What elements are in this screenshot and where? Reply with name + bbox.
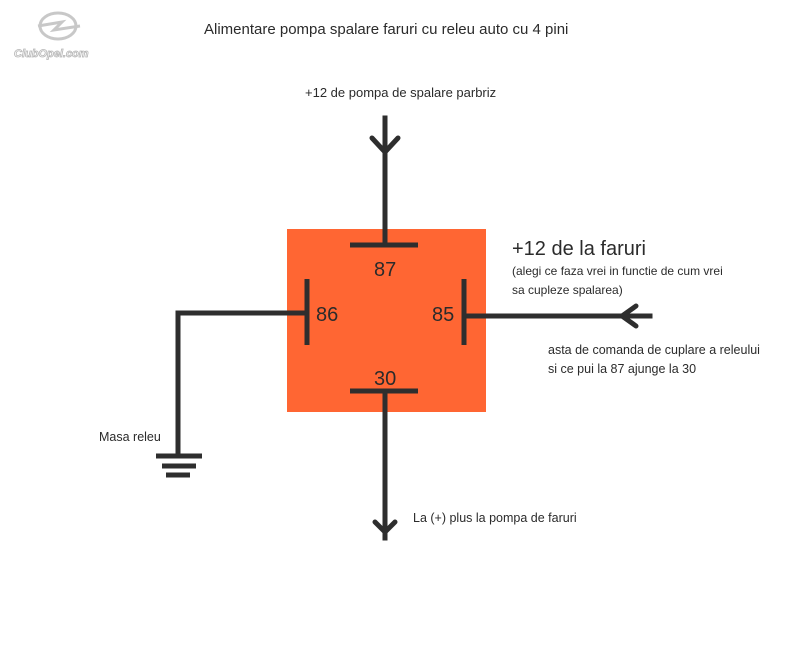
ground-symbol-icon	[156, 453, 202, 478]
clubopel-logo: ClubOpel.com	[14, 11, 89, 60]
wire-86-ground	[175, 310, 310, 459]
arrow-down-icon	[372, 519, 398, 535]
top-supply-label: +12 de pompa de spalare parbriz	[305, 85, 496, 100]
pin-86-label: 86	[316, 304, 338, 326]
control-note-line-1: asta de comanda de cuplare a releului	[548, 343, 760, 357]
arrow-down-icon	[369, 135, 401, 155]
pin-30-label: 30	[374, 368, 396, 390]
arrow-left-icon	[619, 303, 639, 329]
headlight-supply-heading: +12 de la faruri	[512, 238, 646, 260]
ground-label: Masa releu	[99, 430, 161, 444]
relay-body	[287, 229, 486, 412]
output-label: La (+) plus la pompa de faruri	[413, 511, 577, 525]
diagram-title: Alimentare pompa spalare faruri cu releu…	[204, 21, 568, 38]
control-note-line-2: si ce pui la 87 ajunge la 30	[548, 362, 696, 376]
headlight-note-line-2: sa cupleze spalarea)	[512, 283, 623, 297]
headlight-note-line-1: (alegi ce faza vrei in functie de cum vr…	[512, 264, 723, 278]
logo-text: ClubOpel.com	[14, 48, 89, 60]
pin-87-label: 87	[374, 259, 396, 281]
opel-bolt-icon	[37, 19, 81, 33]
pin-85-label: 85	[432, 304, 454, 326]
